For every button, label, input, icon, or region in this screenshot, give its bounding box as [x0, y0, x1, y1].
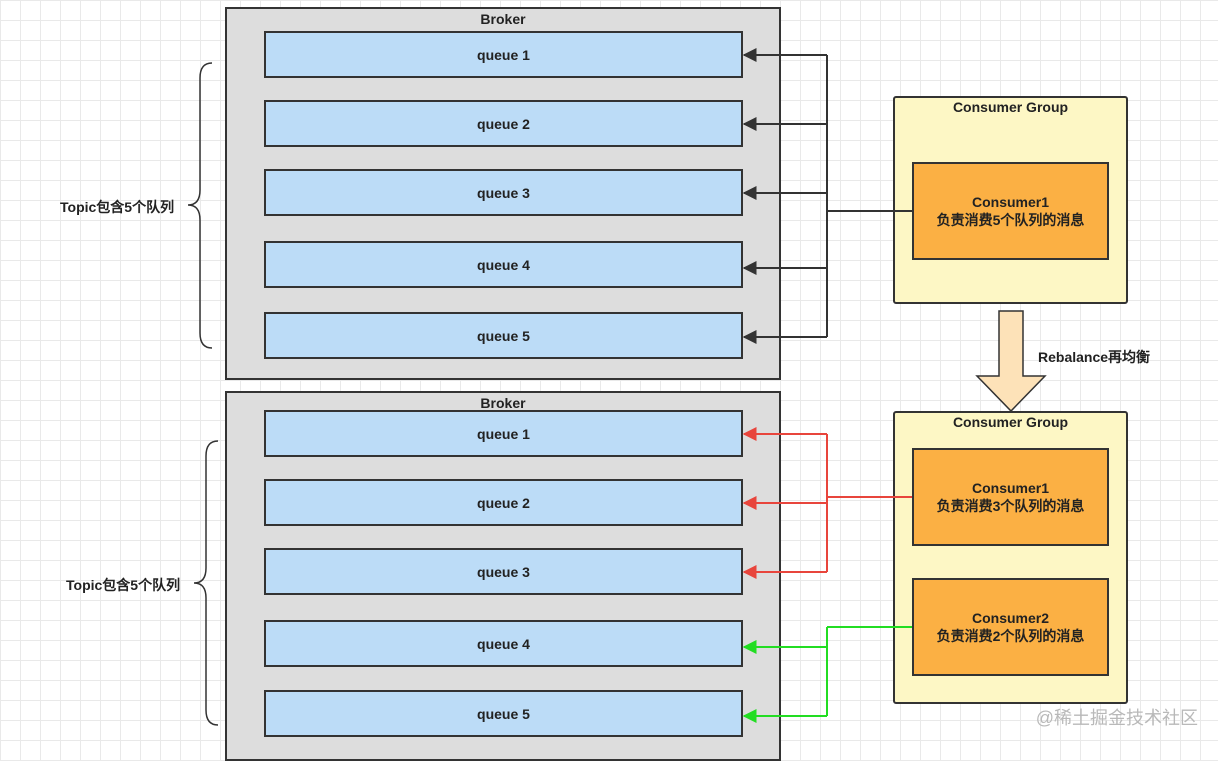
- rebalance-arrow: [975, 310, 1047, 413]
- bottom-topic-brace: [193, 440, 219, 726]
- bottom-queue-5: queue 5: [264, 690, 743, 737]
- bottom-queue-3: queue 3: [264, 548, 743, 595]
- bottom-broker-title: Broker: [480, 395, 526, 411]
- top-connectors: [742, 48, 912, 344]
- bottom-consumer2-name: Consumer2: [971, 610, 1050, 626]
- bottom-queue-2: queue 2: [264, 479, 743, 526]
- top-topic-brace: [187, 62, 213, 349]
- bottom-consumer1-connectors: [742, 427, 912, 579]
- top-consumer1-desc: 负责消费5个队列的消息: [936, 212, 1085, 228]
- top-queue-2: queue 2: [264, 100, 743, 147]
- bottom-consumer1-desc: 负责消费3个队列的消息: [936, 498, 1085, 514]
- bottom-consumer-group-title: Consumer Group: [952, 414, 1069, 430]
- bottom-queue-1: queue 1: [264, 410, 743, 457]
- bottom-queue-4: queue 4: [264, 620, 743, 667]
- watermark: @稀土掘金技术社区: [1035, 708, 1198, 728]
- bottom-consumer2-connectors: [742, 626, 912, 723]
- bottom-topic-label: Topic包含5个队列: [66, 577, 181, 593]
- top-consumer-group-title: Consumer Group: [952, 99, 1069, 115]
- bottom-consumer1-name: Consumer1: [971, 480, 1050, 496]
- rebalance-label: Rebalance再均衡: [1038, 349, 1151, 365]
- top-consumer1-name: Consumer1: [971, 194, 1050, 210]
- top-consumer1: Consumer1 负责消费5个队列的消息: [912, 162, 1109, 260]
- top-topic-label: Topic包含5个队列: [60, 199, 175, 215]
- bottom-consumer2-desc: 负责消费2个队列的消息: [936, 628, 1085, 644]
- top-queue-4: queue 4: [264, 241, 743, 288]
- bottom-consumer2: Consumer2 负责消费2个队列的消息: [912, 578, 1109, 676]
- top-queue-3: queue 3: [264, 169, 743, 216]
- top-broker-title: Broker: [480, 11, 526, 27]
- top-queue-5: queue 5: [264, 312, 743, 359]
- bottom-consumer1: Consumer1 负责消费3个队列的消息: [912, 448, 1109, 546]
- top-queue-1: queue 1: [264, 31, 743, 78]
